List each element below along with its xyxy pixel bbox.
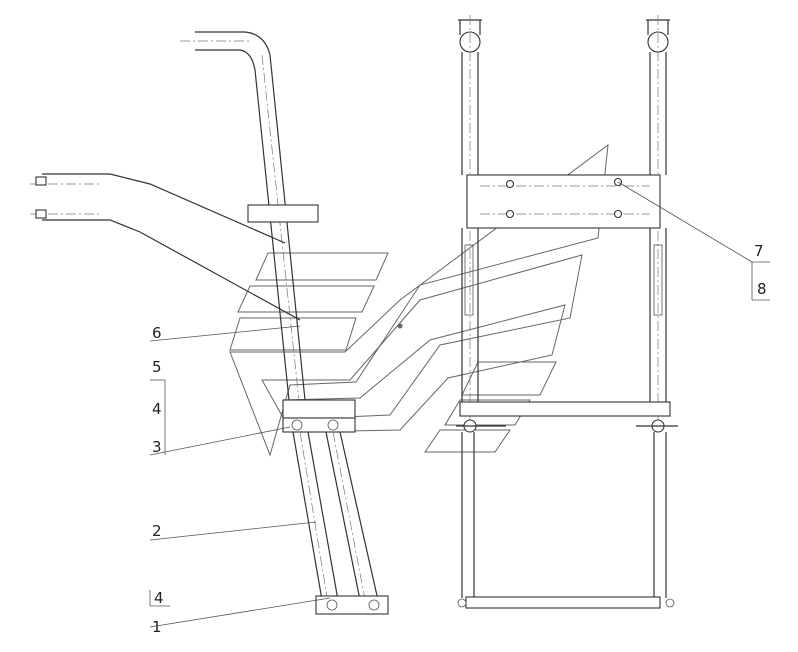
leader-lines xyxy=(149,181,770,628)
ladder-side-view-icon xyxy=(30,31,389,616)
callout-2: 2 xyxy=(152,522,162,540)
callout-5: 5 xyxy=(152,358,162,376)
ladder-front-view-icon xyxy=(456,15,678,609)
watermark-logo xyxy=(229,143,609,457)
callout-1: 1 xyxy=(152,618,162,636)
callout-3: 3 xyxy=(152,438,162,456)
callout-4-upper: 4 xyxy=(152,400,162,418)
callout-7: 7 xyxy=(754,242,764,260)
callout-4-lower: 4 xyxy=(154,589,164,607)
callout-6: 6 xyxy=(152,324,162,342)
callout-8: 8 xyxy=(757,280,767,298)
